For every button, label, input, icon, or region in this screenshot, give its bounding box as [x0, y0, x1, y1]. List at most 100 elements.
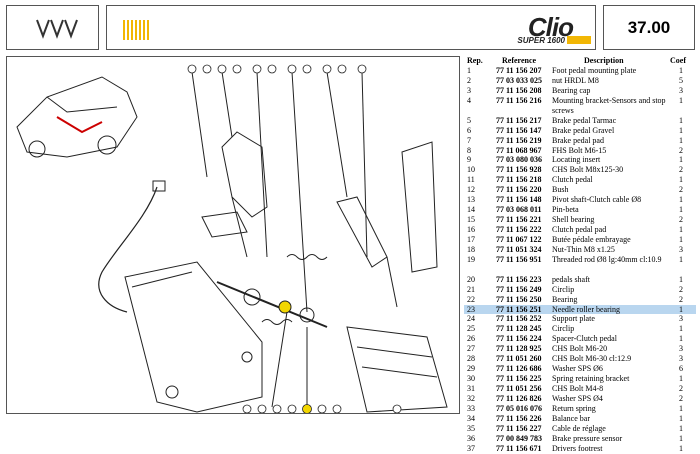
row-reference: 77 11 156 148	[496, 195, 542, 205]
row-description: Clutch pedal pad	[552, 225, 607, 235]
row-reference: 77 11 156 219	[496, 135, 542, 145]
row-coef: 1	[679, 125, 683, 135]
row-rep: 4	[467, 95, 471, 105]
row-reference: 77 11 156 207	[496, 66, 542, 75]
row-coef: 1	[679, 115, 683, 125]
row-description: Pivot shaft-Clutch cable Ø8	[552, 195, 642, 205]
row-description: Spacer-Clutch pedal	[552, 334, 617, 344]
row-coef: 1	[679, 66, 683, 75]
row-rep: 11	[467, 175, 475, 185]
row-reference: 77 11 156 223	[496, 274, 542, 284]
row-reference: 77 11 156 208	[496, 85, 542, 95]
row-coef: 2	[679, 393, 683, 403]
row-reference: 77 11 156 220	[496, 185, 542, 195]
brand-name: Clio	[527, 12, 574, 42]
row-rep: 1	[467, 66, 471, 75]
renault-sport-logo	[6, 5, 99, 50]
row-reference: 77 11 128 245	[496, 324, 542, 334]
row-description: Shell bearing	[552, 215, 595, 225]
row-coef: 3	[679, 344, 683, 354]
row-coef: 2	[679, 215, 683, 225]
col-coef: Coef	[670, 56, 686, 65]
row-coef: 2	[679, 384, 683, 394]
row-description: Balance bar	[552, 413, 590, 423]
row-description: Spring retaining bracket	[552, 374, 630, 384]
row-rep: 27	[467, 344, 475, 354]
row-description: Brake pedal Gravel	[552, 125, 615, 135]
row-reference: 77 11 156 252	[496, 314, 542, 324]
row-description: Brake pressure sensor	[552, 433, 623, 443]
row-rep: 18	[467, 244, 475, 254]
row-coef: 1	[679, 175, 683, 185]
row-description: CHS Bolt M6-20	[552, 344, 608, 354]
row-reference: 77 11 156 250	[496, 294, 542, 304]
row-rep: 34	[467, 413, 475, 423]
row-coef: 1	[679, 443, 683, 453]
row-reference: 77 11 156 249	[496, 284, 542, 294]
page-number: 37.00	[627, 18, 671, 37]
row-coef: 1	[679, 334, 683, 344]
row-rep: 12	[467, 185, 475, 195]
row-reference: 77 11 156 671	[496, 443, 542, 453]
row-rep: 8	[467, 145, 471, 155]
brand-yellow-bar	[567, 36, 591, 44]
row-rep: 35	[467, 423, 475, 433]
row-reference: 77 11 156 216	[496, 95, 542, 105]
row-description: Locating insert	[552, 155, 601, 165]
row-description: Return spring	[552, 403, 596, 413]
row-coef: 2	[679, 284, 683, 294]
row-description: Washer SPS Ø6	[552, 364, 603, 374]
row-rep: 19	[467, 254, 475, 264]
row-description: Clutch pedal	[552, 175, 593, 185]
row-rep: 10	[467, 165, 475, 175]
col-description: Description	[584, 56, 624, 65]
parts-list-header: Rep. Reference Description Coef	[464, 56, 696, 66]
page-number-box: 37.00	[603, 5, 695, 50]
row-reference: 77 03 080 036	[496, 155, 542, 165]
yellow-stripes-decoration	[123, 20, 149, 40]
row-reference: 77 05 016 076	[496, 403, 542, 413]
row-coef: 6	[679, 364, 683, 374]
row-rep: 25	[467, 324, 475, 334]
row-reference: 77 11 156 226	[496, 413, 542, 423]
row-coef: 3	[679, 85, 683, 95]
